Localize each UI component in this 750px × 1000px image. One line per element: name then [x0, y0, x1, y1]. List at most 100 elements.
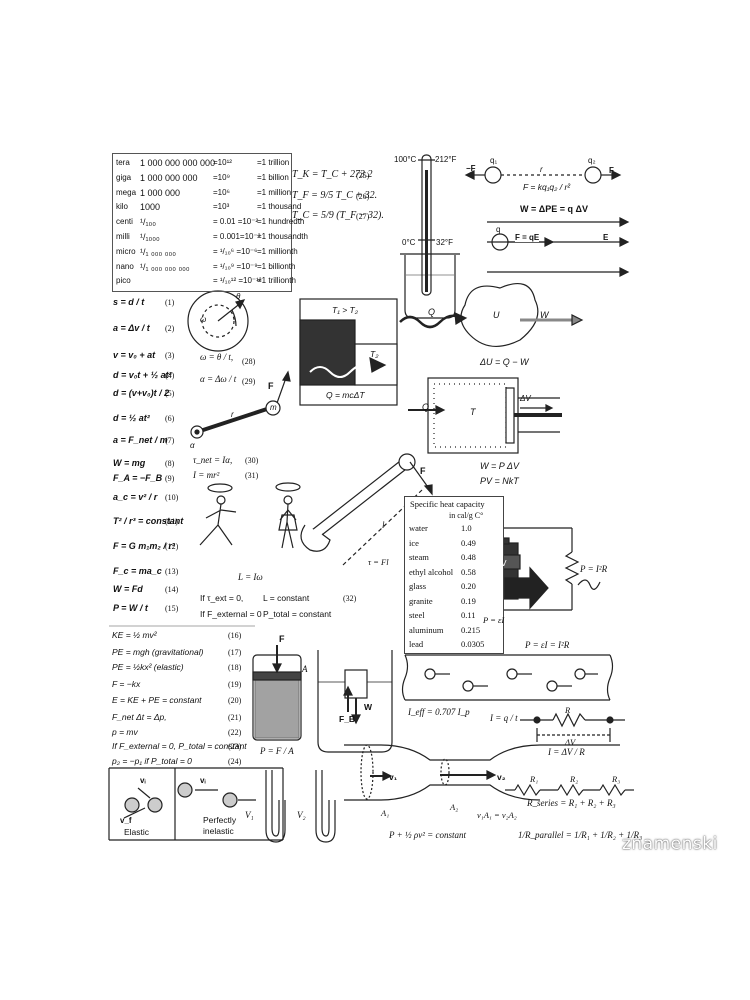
- material-value: 0.215: [461, 624, 481, 635]
- piston-q-label: Q: [422, 402, 430, 412]
- fluid-cylinder-icon: [252, 645, 302, 741]
- energy-eq: p₂ = −p₁ if P_total = 0: [112, 756, 192, 766]
- power-i2r-label: P = I²R: [580, 564, 608, 574]
- flow-a2-label: A₂: [450, 802, 459, 812]
- series-resistors-icon: [505, 783, 634, 797]
- continuity-eq: v₁A₁ = v₂A₂: [477, 810, 517, 820]
- inelastic-label-2: inelastic: [203, 826, 234, 836]
- prefix-value: ¹/₁₀₀₀: [140, 232, 160, 242]
- charges-icon: [464, 166, 630, 277]
- prefix-power: = ¹/₁₀⁹ =10⁻⁹: [213, 261, 258, 271]
- material-name: steam: [409, 552, 429, 562]
- prefix-power: = 0.01 =10⁻²: [213, 217, 259, 227]
- specific-heat-unit: in cal/g C°: [449, 511, 484, 520]
- heat-q-eq: Q = mcΔT: [326, 390, 365, 400]
- ohm-law-eq: I = ΔV / R: [548, 747, 585, 757]
- material-name: granite: [409, 595, 433, 606]
- weight-label: W: [364, 702, 373, 712]
- utube-v1-label: V₁: [245, 810, 254, 820]
- rod-force-label: F: [268, 381, 274, 391]
- mechanics-eq: a = Δv / t: [113, 323, 150, 333]
- first-law-eq: ΔU = Q − W: [480, 357, 529, 367]
- t2-label: T₂: [370, 349, 379, 359]
- bernoulli-eq: P + ½ ρv² = constant: [389, 830, 466, 840]
- alpha-eq-num: (29): [242, 377, 256, 386]
- angular-momentum-eq: L = Iω: [238, 572, 263, 582]
- resistor-r2-label: R₂: [570, 774, 579, 784]
- thermo-bottom-c: 0°C: [402, 238, 416, 247]
- prefix-name: nano: [116, 261, 134, 271]
- mechanics-eq: d = ½ at²: [113, 413, 150, 423]
- material-name: steel: [409, 610, 425, 620]
- specific-heat-title: Specific heat capacity: [410, 499, 485, 509]
- field-e-label: E: [603, 233, 609, 242]
- prefix-value: ¹/₁ ₀₀₀ ₀₀₀: [140, 246, 176, 257]
- angmom-constant: L = constant: [263, 593, 310, 603]
- material-value: 0.49: [461, 537, 476, 548]
- temperature-eq-num: (25): [356, 171, 370, 180]
- prefix-power: = 0.001=10⁻³: [213, 232, 261, 241]
- material-name: water: [409, 523, 428, 533]
- buoyancy-beaker-icon: [317, 650, 393, 753]
- prefix-word: =1 thousandth: [257, 232, 308, 241]
- force-left-label: −F: [466, 164, 476, 173]
- material-value: 0.58: [461, 566, 476, 577]
- mechanics-eq-num: (13): [165, 567, 179, 576]
- mechanics-eq-num: (11): [165, 517, 179, 526]
- effective-current-eq: I_eff = 0.707 I_p: [408, 707, 470, 717]
- piston-dv-label: ΔV: [520, 394, 531, 403]
- mechanics-eq-num: (12): [165, 542, 179, 551]
- specific-heat-row: ice 0.49: [409, 538, 501, 552]
- mechanics-eq-num: (3): [165, 351, 175, 360]
- collision-vi-label-2: vᵢ: [200, 776, 206, 785]
- prefix-word: =1 billion: [257, 172, 289, 182]
- skater-icon: [199, 482, 301, 549]
- pressure-eq: P = F / A: [260, 746, 294, 756]
- energy-eq: PE = mgh (gravitational): [112, 647, 204, 657]
- thermo-bottom-f: 32°F: [436, 238, 453, 247]
- prefix-word: =1 billionth: [257, 261, 296, 271]
- material-value: 0.0305: [461, 639, 485, 649]
- parallel-resistance-eq: 1/R_parallel = 1/R₁ + 1/R₂ + 1/R₃: [518, 830, 643, 840]
- temperature-eq-num: (27): [356, 212, 370, 221]
- energy-eq: F = −kx: [112, 679, 141, 689]
- mechanics-eq: v = v₀ + at: [113, 350, 156, 360]
- specific-heat-row: water 1.0: [409, 523, 501, 537]
- torque-ext-condition: If τ_ext = 0,: [200, 593, 244, 603]
- material-name: ice: [409, 537, 419, 548]
- collision-vi-label: vᵢ: [140, 776, 146, 785]
- battery-voltage-label: 1.5V: [489, 558, 507, 568]
- temperature-eq-fahrenheit: T_F = 9/5 T_C + 32.: [292, 190, 377, 201]
- material-value: 1.0: [461, 523, 472, 533]
- resistor-r3-label: R₃: [612, 774, 621, 784]
- work-w-label: W: [540, 310, 549, 320]
- rotating-rod-icon: [190, 370, 291, 439]
- prefix-name: micro: [116, 246, 136, 256]
- gas-work-eq: W = P ΔV: [480, 461, 519, 471]
- eq-32-num: (32): [343, 594, 357, 603]
- current-resistor-icon: [520, 712, 625, 742]
- alpha-eq: α = Δω / t: [200, 374, 237, 384]
- energy-eq-num: (17): [228, 648, 242, 657]
- series-resistance-eq: R_series = R₁ + R₂ + R₃: [527, 798, 616, 808]
- mechanics-eq: W = mg: [113, 458, 146, 468]
- energy-eq-num: (21): [228, 713, 242, 722]
- energy-eq-num: (19): [228, 680, 242, 689]
- coulomb-law: F = kq₁q₂ / r²: [523, 182, 571, 192]
- charge-q-label: q: [496, 225, 501, 234]
- material-name: glass: [409, 581, 426, 591]
- inelastic-label-1: Perfectly: [203, 815, 237, 825]
- resistor-r-label: R: [565, 705, 571, 715]
- temperature-eq-kelvin: T_K = T_C + 273.2: [292, 169, 372, 180]
- mechanics-eq: F = G m₁m₂ / r²: [113, 541, 175, 551]
- prefix-word: =1 trillionth: [257, 276, 296, 286]
- temperature-eq-text: T_C = 5/9 (T_F − 32).: [292, 210, 384, 221]
- energy-eq: p = mv: [112, 727, 138, 737]
- mechanics-eq-num: (5): [165, 389, 175, 398]
- momentum-constant: P_total = constant: [263, 609, 332, 619]
